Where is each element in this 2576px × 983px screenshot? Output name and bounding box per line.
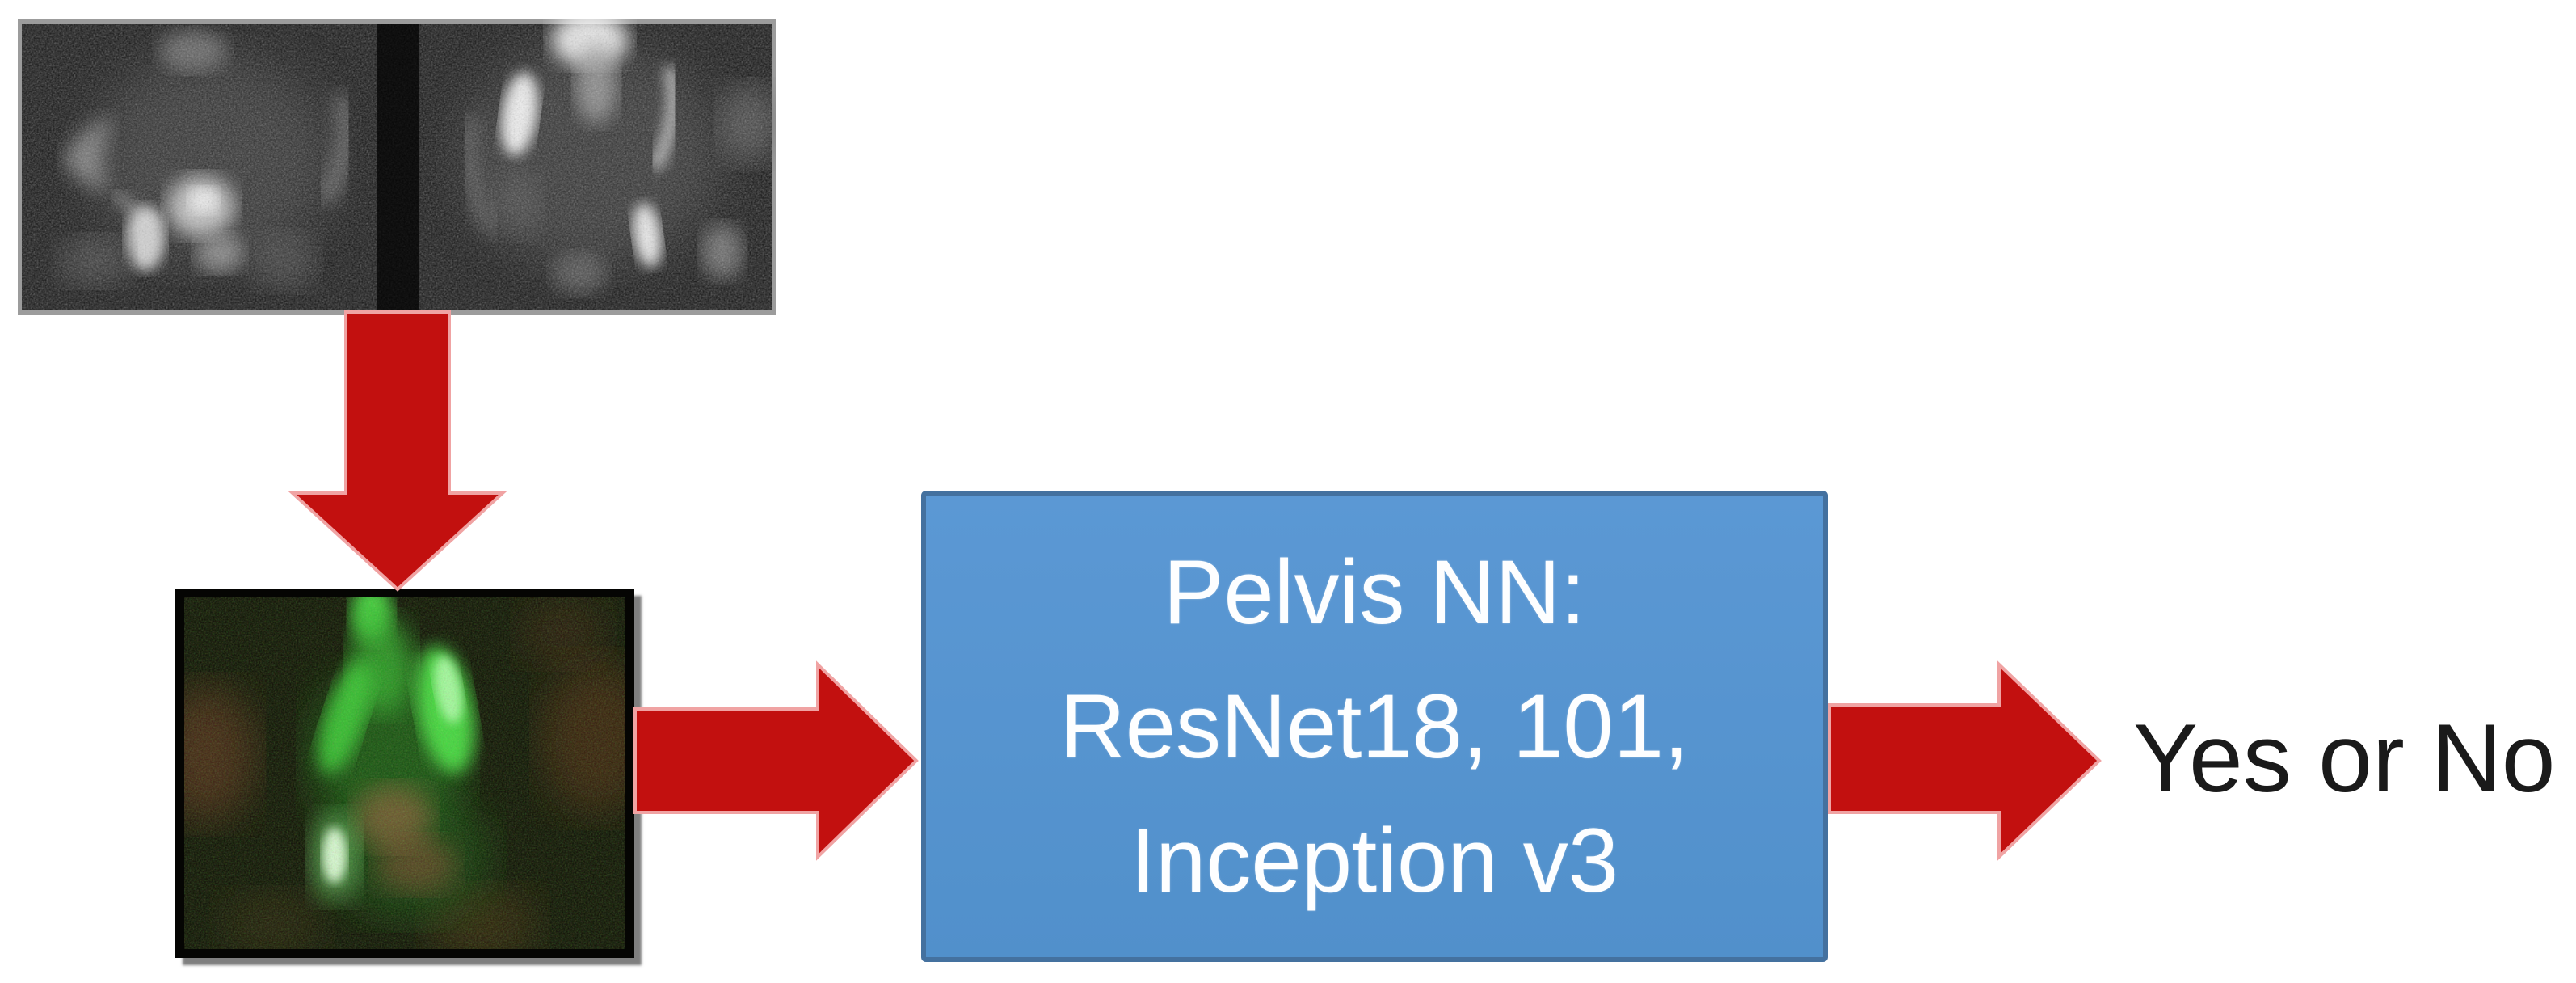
fused-scan-image xyxy=(175,589,634,958)
nn-box-line-3: Inception v3 xyxy=(1130,809,1618,911)
scan-pair-graphic xyxy=(18,19,776,315)
nn-box-line-2: ResNet18, 101, xyxy=(1059,675,1690,777)
right-arrow-input-icon xyxy=(633,660,919,861)
input-scan-pair-image xyxy=(18,19,776,315)
pelvis-nn-box: Pelvis NN: ResNet18, 101, Inception v3 xyxy=(921,491,1828,962)
down-arrow-icon xyxy=(288,310,507,592)
right-arrow-output-icon xyxy=(1828,660,2102,861)
output-label: Yes or No xyxy=(2133,704,2556,812)
nn-box-line-1: Pelvis NN: xyxy=(1163,541,1586,643)
fused-scan-graphic xyxy=(175,589,634,958)
